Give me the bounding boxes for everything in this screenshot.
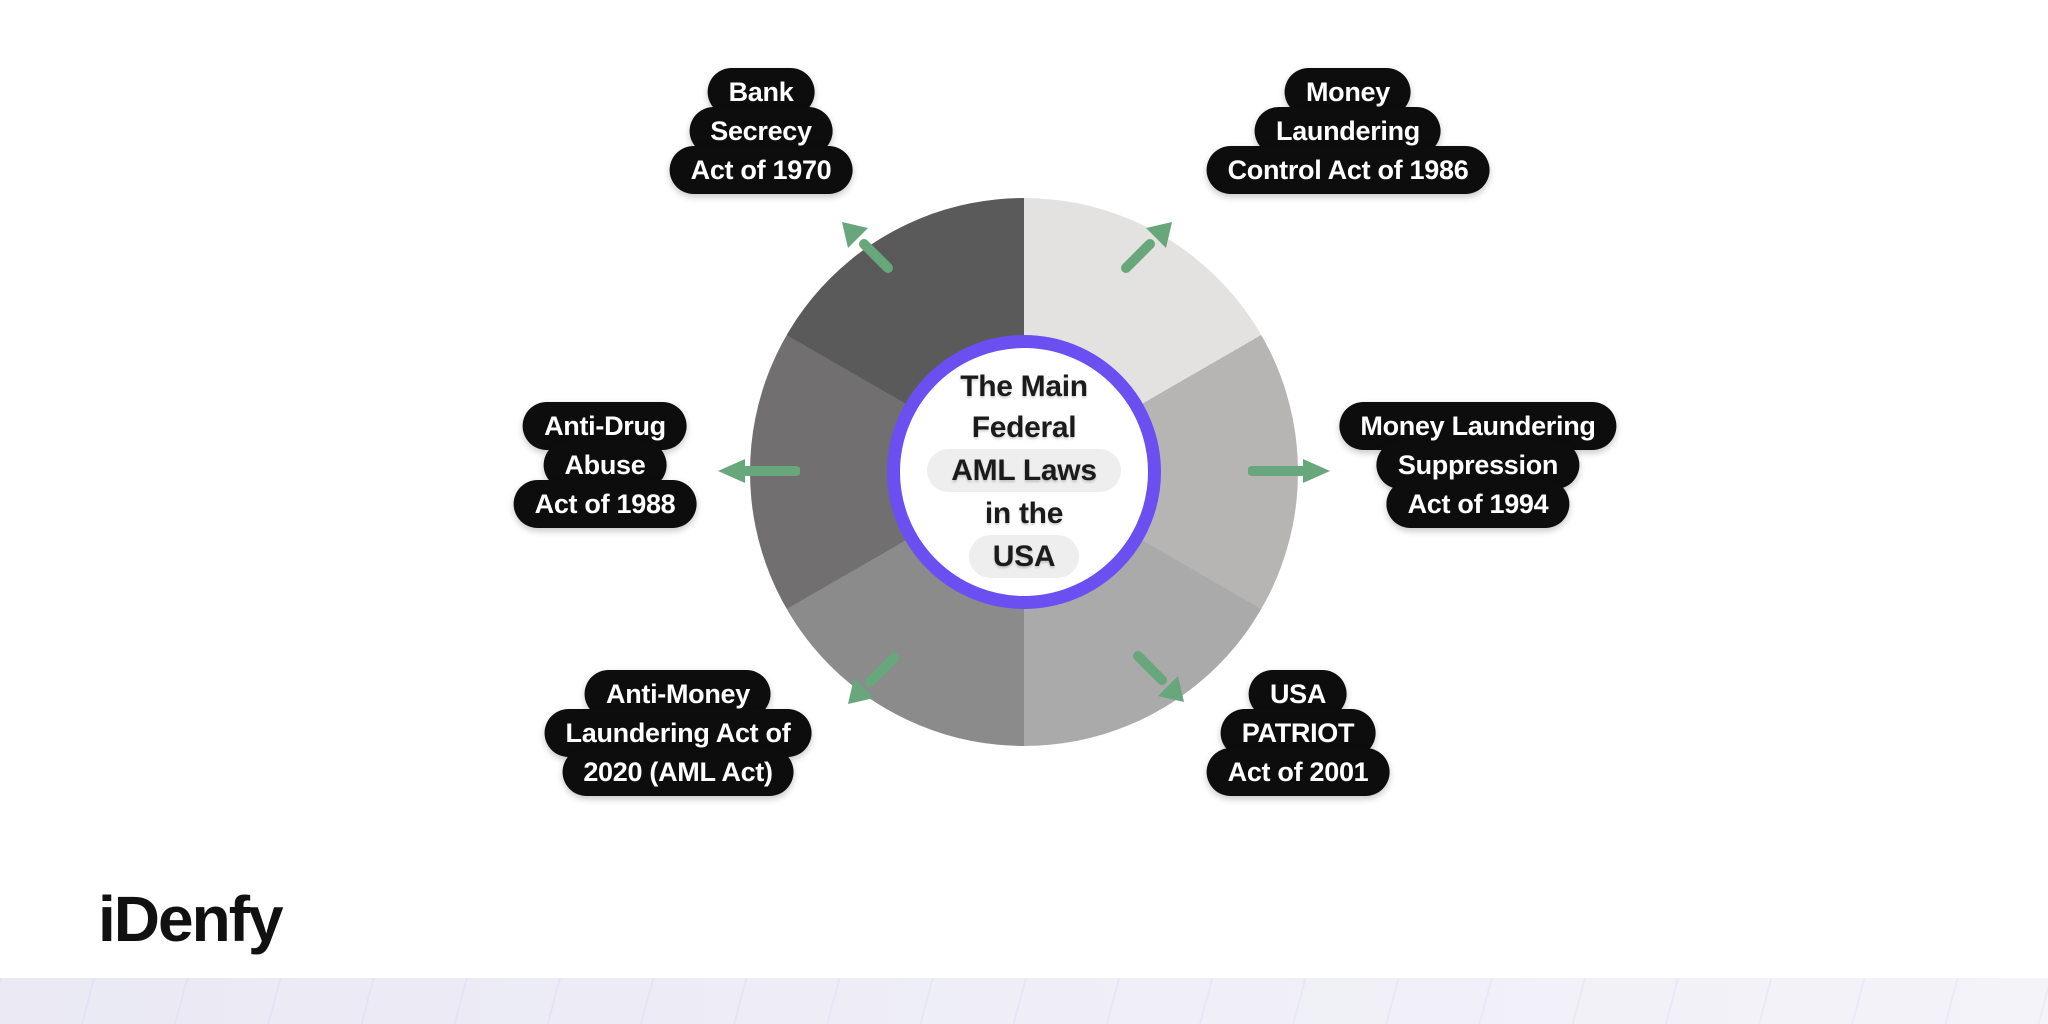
center-title-pill-usa: USA <box>968 534 1080 578</box>
arrow-up-right-icon <box>1118 214 1180 276</box>
callout-bank-secrecy-act: Bank Secrecy Act of 1970 <box>669 68 853 194</box>
arrow-right-icon <box>1248 455 1336 487</box>
center-title-line-2: Federal <box>971 410 1077 444</box>
callout-line: 2020 (AML Act) <box>562 748 794 796</box>
arrow-up-left-icon <box>834 214 896 276</box>
center-title-pill-aml-laws: AML Laws <box>927 448 1121 492</box>
callout-anti-drug-abuse-act: Anti-Drug Abuse Act of 1988 <box>513 402 697 528</box>
callout-line: Act of 1970 <box>669 146 853 194</box>
callout-money-laundering-control-act: Money Laundering Control Act of 1986 <box>1206 68 1490 194</box>
callout-anti-money-laundering-act: Anti-Money Laundering Act of 2020 (AML A… <box>544 670 812 796</box>
callout-line: Act of 2001 <box>1206 748 1390 796</box>
arrow-left-icon <box>712 455 800 487</box>
center-title-line-3: in the <box>984 496 1064 530</box>
idenfy-logo: iDenfy <box>98 883 284 955</box>
callout-line: Act of 1988 <box>513 480 697 528</box>
callout-money-laundering-suppression-act: Money Laundering Suppression Act of 1994 <box>1339 402 1617 528</box>
callout-line: Control Act of 1986 <box>1206 146 1490 194</box>
center-title-circle: The Main Federal AML Laws in the USA <box>887 335 1161 609</box>
footer-decorative-band <box>0 978 2048 1024</box>
callout-line: Act of 1994 <box>1386 480 1570 528</box>
arrow-down-left-icon <box>840 650 902 712</box>
callout-usa-patriot-act: USA PATRIOT Act of 2001 <box>1206 670 1390 796</box>
center-title-line-1: The Main <box>960 369 1088 403</box>
arrow-down-right-icon <box>1130 648 1192 710</box>
